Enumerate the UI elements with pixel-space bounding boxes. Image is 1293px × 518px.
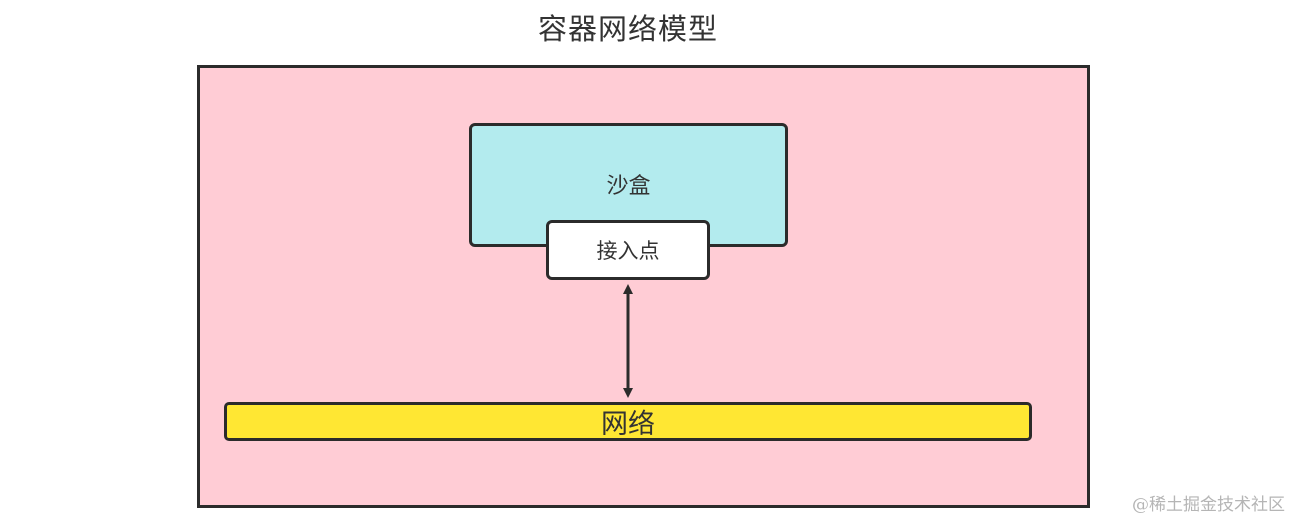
diagram-title: 容器网络模型 <box>537 12 718 46</box>
watermark: @稀土掘金技术社区 <box>1132 495 1285 515</box>
sandbox-label: 沙盒 <box>606 174 651 199</box>
network-label: 网络 <box>601 409 655 440</box>
network-bar: 网络 <box>224 402 1032 441</box>
endpoint-label: 接入点 <box>596 239 660 263</box>
endpoint-box: 接入点 <box>546 220 710 280</box>
